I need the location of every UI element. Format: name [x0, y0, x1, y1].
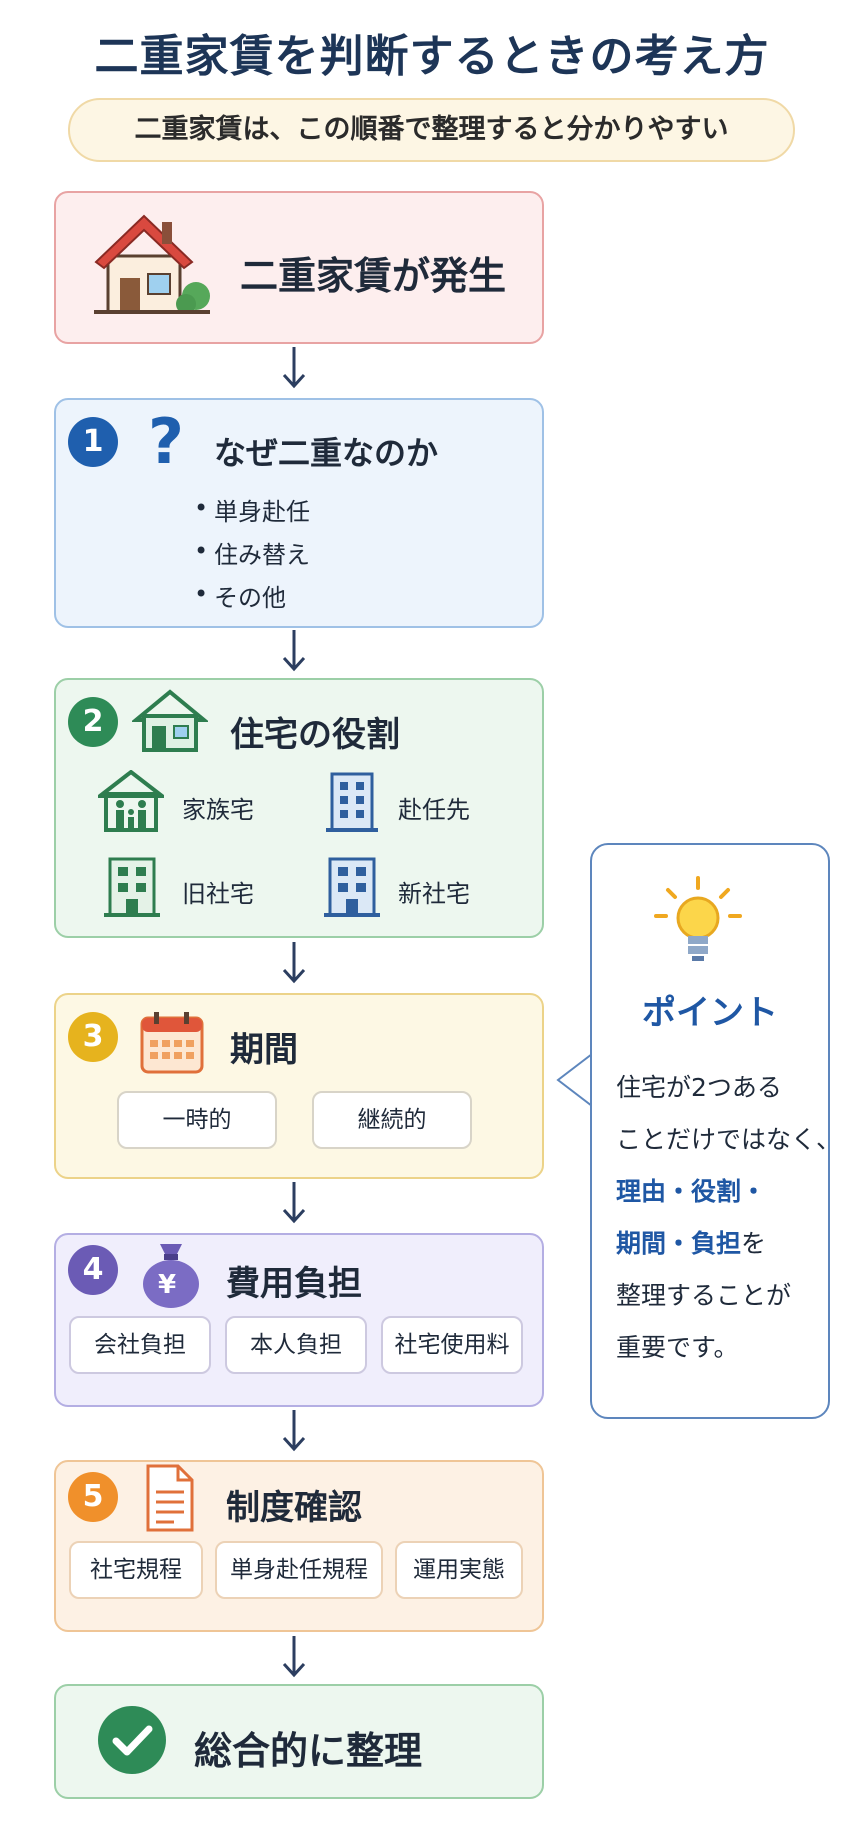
bullet-dot: • [194, 580, 209, 608]
yen-symbol: ¥ [158, 1270, 177, 1300]
reason-item: 住み替え [214, 541, 310, 569]
role-label: 家族宅 [182, 796, 254, 824]
point-text: ことだけではなく、 [616, 1125, 842, 1154]
point-text: 住宅が2つある [616, 1073, 782, 1102]
step-3-box [54, 993, 544, 1179]
money-bag-icon [143, 1244, 199, 1308]
step-1-number: 1 [68, 417, 118, 467]
step-4-title: 費用負担 [226, 1264, 362, 1304]
bullet-dot: • [194, 494, 209, 522]
role-label: 新社宅 [398, 880, 470, 908]
callout-pointer [556, 1051, 594, 1109]
point-title: ポイント [642, 993, 778, 1033]
start-label: 二重家賃が発生 [240, 254, 507, 298]
calendar-icon [140, 1012, 204, 1074]
step-2-title: 住宅の役割 [230, 715, 400, 755]
step-2-number: 2 [68, 697, 118, 747]
cost-option: 本人負担 [225, 1316, 367, 1374]
step-5-number: 5 [68, 1472, 118, 1522]
reason-item: 単身赴任 [214, 498, 310, 526]
cost-option: 社宅使用料 [381, 1316, 523, 1374]
building-icon [324, 857, 380, 917]
arrow-down-icon [282, 1636, 306, 1678]
checkmark-icon [98, 1706, 166, 1774]
step-5-title: 制度確認 [226, 1488, 362, 1528]
step-1-box [54, 398, 544, 628]
point-callout [590, 843, 830, 1419]
rule-option: 単身赴任規程 [215, 1541, 383, 1599]
arrow-down-icon [282, 347, 306, 389]
lightbulb-icon [654, 876, 742, 961]
house-icon [94, 214, 210, 314]
reason-item: その他 [214, 584, 286, 612]
rule-option: 運用実態 [395, 1541, 523, 1599]
cost-option: 会社負担 [69, 1316, 211, 1374]
family-house-icon [98, 770, 164, 832]
role-label: 赴任先 [398, 796, 470, 824]
step-3-title: 期間 [230, 1030, 298, 1070]
point-text-line: 期間・負担を [616, 1218, 766, 1270]
step-3-number: 3 [68, 1012, 118, 1062]
building-icon [104, 857, 160, 917]
role-label: 旧社宅 [182, 880, 254, 908]
period-option: 一時的 [117, 1091, 277, 1149]
question-icon: ? [148, 405, 184, 478]
subtitle-banner: 二重家賃は、この順番で整理すると分かりやすい [68, 98, 795, 162]
step-4-number: 4 [68, 1245, 118, 1295]
arrow-down-icon [282, 1410, 306, 1452]
arrow-down-icon [282, 942, 306, 984]
bullet-dot: • [194, 537, 209, 565]
point-text: 重要です。 [616, 1333, 739, 1362]
point-text-highlight: 理由・役割・ [616, 1177, 767, 1206]
arrow-down-icon [282, 630, 306, 672]
building-icon [326, 772, 378, 832]
page-title: 二重家賃を判断するときの考え方 [94, 31, 770, 82]
end-label: 総合的に整理 [194, 1729, 423, 1773]
point-text: 整理することが [616, 1281, 792, 1310]
point-text-highlight: 期間・負担 [616, 1229, 742, 1258]
rule-option: 社宅規程 [69, 1541, 203, 1599]
step-1-title: なぜ二重なのか [214, 434, 439, 472]
house-icon [132, 689, 208, 752]
point-text: を [741, 1229, 767, 1258]
period-option: 継続的 [312, 1091, 472, 1149]
document-icon [146, 1464, 194, 1532]
arrow-down-icon [282, 1182, 306, 1224]
